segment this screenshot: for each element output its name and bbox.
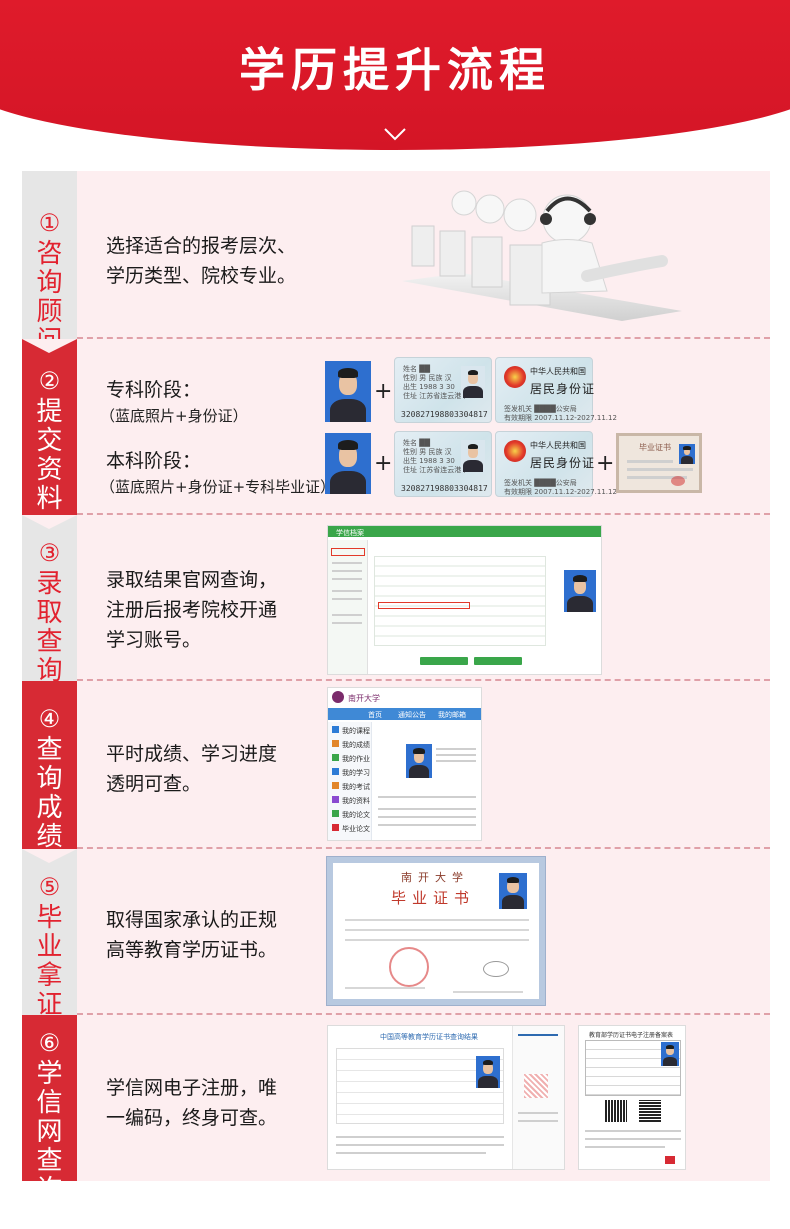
step-label: ⑥ 学 信 网 查 询 (36, 1029, 63, 1205)
step-description: 平时成绩、学习进度 透明可查。 (106, 743, 278, 795)
chsi-query-result-screenshot: 中国高等教育学历证书查询结果 (327, 1025, 565, 1170)
registration-record-form: 教育部学历证书电子注册备案表 (578, 1025, 686, 1170)
step-label: ② 提 交 资 料 (36, 367, 63, 514)
benke-block: 本科阶段： （蓝底照片+身份证+专科毕业证） (100, 450, 336, 496)
customer-service-illustration (402, 190, 682, 321)
dashed-divider (77, 1013, 770, 1015)
admission-website-screenshot: 学信档案 (327, 525, 602, 675)
plus-sign: + (374, 379, 393, 404)
id-card-back: 中华人民共和国 居民身份证 签发机关 ████公安局 有效期限 2007.11.… (495, 431, 617, 497)
step-description: 选择适合的报考层次、 学历类型、院校专业。 (106, 235, 297, 287)
page-header: 学历提升流程 (0, 0, 790, 158)
step-tab: ③ 录 取 查 询 (22, 515, 77, 686)
step-description: 学信网电子注册，唯 一编码，终身可查。 (106, 1077, 278, 1129)
step-label: ③ 录 取 查 询 (36, 539, 63, 686)
step-tab: ① 咨 询 顾 问 (22, 171, 77, 356)
chevron-down-icon (384, 128, 406, 141)
step-tab: ⑥ 学 信 网 查 询 (22, 1015, 77, 1205)
step-tab: ⑤ 毕 业 拿 证 (22, 849, 77, 1020)
dashed-divider (77, 847, 770, 849)
dashed-divider (77, 679, 770, 681)
step-label: ⑤ 毕 业 拿 证 (36, 873, 63, 1020)
blue-background-photo (325, 361, 371, 422)
header-red-band (0, 0, 790, 150)
step-tab: ② 提 交 资 料 (22, 339, 77, 515)
page-title: 学历提升流程 (239, 43, 551, 97)
graduation-certificate-image: 南开大学 毕业证书 (326, 856, 546, 1006)
process-steps: ① 咨 询 顾 问 选择适合的报考层次、 学历类型、院校专业。 (22, 171, 770, 1205)
id-card-back: 中华人民共和国 居民身份证 签发机关 ████公安局 有效期限 2007.11.… (495, 357, 617, 423)
step-description: 录取结果官网查询， 注册后报考院校开通 学习账号。 (106, 569, 278, 651)
learning-platform-screenshot: 南开大学 首页 通知公告 我的邮箱 我的课程 我的成绩 我的作业 我的学习 我的… (327, 687, 482, 841)
dashed-divider (77, 337, 770, 339)
zhuanke-block: 专科阶段： （蓝底照片+身份证） (100, 379, 248, 425)
step-description: 取得国家承认的正规 高等教育学历证书。 (106, 909, 278, 961)
step-get-certificate: ⑤ 毕 业 拿 证 取得国家承认的正规 高等教育学历证书。 南开大学 毕业证书 (22, 849, 770, 1020)
step-label: ④ 查 询 成 绩 (36, 705, 63, 852)
step-tab: ④ 查 询 成 绩 (22, 681, 77, 852)
graduation-certificate-thumbnail: 毕业证书 (616, 433, 702, 493)
id-card-front: 姓名 ██ 性别 男 民族 汉 出生 1988 3 30 住址 江苏省连云港市 … (394, 431, 492, 497)
id-card-front: 姓名 ██ 性别 男 民族 汉 出生 1988 3 30 住址 江苏省连云港市 … (394, 357, 492, 423)
plus-sign: + (374, 451, 393, 476)
step-grades-check: ④ 查 询 成 绩 平时成绩、学习进度 透明可查。 南开大学 首页 通知公告 我… (22, 681, 770, 852)
dashed-divider (77, 513, 770, 515)
step-consult: ① 咨 询 顾 问 选择适合的报考层次、 学历类型、院校专业。 (22, 171, 770, 356)
step-chsi-query: ⑥ 学 信 网 查 询 学信网电子注册，唯 一编码，终身可查。 中国高等教育学历… (22, 1015, 770, 1205)
blue-background-photo (325, 433, 371, 494)
step-submit-documents: ② 提 交 资 料 专科阶段： （蓝底照片+身份证） 本科阶段： （蓝底照片+身… (22, 339, 770, 515)
step-admission-check: ③ 录 取 查 询 录取结果官网查询， 注册后报考院校开通 学习账号。 学信档案 (22, 515, 770, 686)
step-label: ① 咨 询 顾 问 (36, 209, 63, 356)
plus-sign: + (596, 451, 615, 476)
